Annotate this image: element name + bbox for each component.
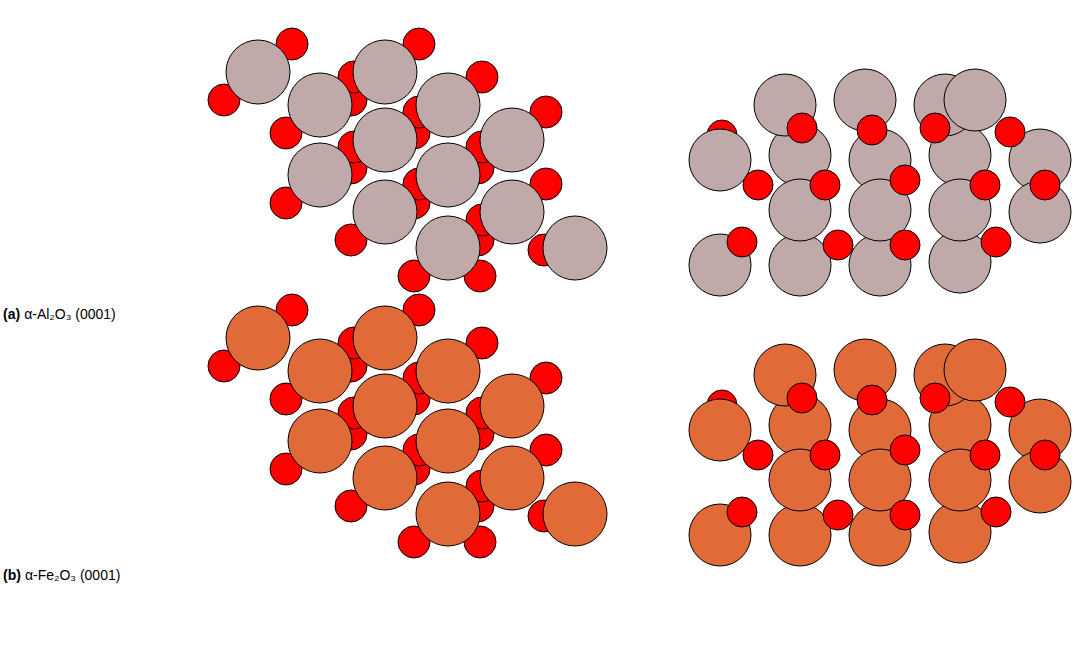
caption: (a)α-Al₂O₃ (0001) xyxy=(3,306,116,322)
panel-title: α-Fe₂O₃ (0001) xyxy=(25,567,120,583)
caption: (b)α-Fe₂O₃ (0001) xyxy=(3,567,120,583)
panel-title: α-Al₂O₃ (0001) xyxy=(24,306,116,322)
panel-letter: (b) xyxy=(3,567,21,583)
panel-letter: (a) xyxy=(3,306,20,322)
